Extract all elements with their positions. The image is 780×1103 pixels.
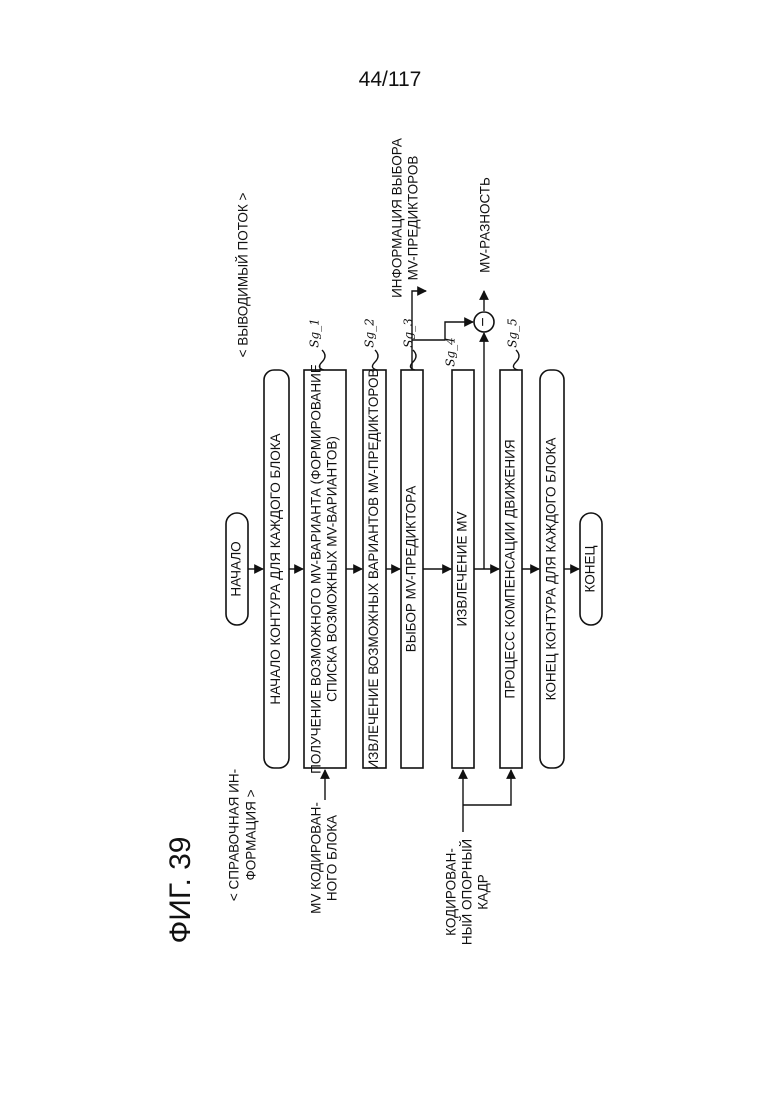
ref-frame-label-line1: КОДИРОВАН-: [444, 848, 459, 936]
step-id-sg3: Sg_3: [402, 318, 416, 348]
ref-frame-label-line3: КАДР: [476, 874, 491, 909]
step-id-sg1: Sg_1: [308, 318, 322, 348]
subtract-operator-sign: −: [475, 317, 492, 326]
end-label: КОНЕЦ: [583, 546, 598, 593]
step-id-sg5: Sg_5: [506, 318, 520, 348]
step-id-sg5-leader: [513, 350, 519, 370]
ref-frame-label-line2: НЫЙ ОПОРНЫЙ: [460, 839, 475, 945]
mv-coded-block-label-line1: MV КОДИРОВАН-: [309, 802, 324, 914]
step-sg4-label: ИЗВЛЕЧЕНИЕ MV: [455, 511, 470, 626]
mv-diff-label: MV-РАЗНОСТЬ: [478, 177, 493, 273]
step-sg2-label: ИЗВЛЕЧЕНИЕ ВОЗМОЖНЫХ ВАРИАНТОВ MV-ПРЕДИК…: [366, 368, 381, 769]
step-sg1-label-line2: СПИСКА ВОЗМОЖНЫХ MV-ВАРИАНТОВ): [325, 436, 340, 702]
output-header: < ВЫВОДИМЫЙ ПОТОК >: [236, 193, 251, 358]
input-header-line1: < СПРАВОЧНАЯ ИН-: [227, 769, 242, 901]
step-sg3-label: ВЫБОР MV-ПРЕДИКТОРА: [404, 486, 419, 653]
predictor-to-subtractor-arrow: [412, 322, 473, 340]
figure-label: ФИГ. 39: [164, 837, 197, 944]
step-sg5-label: ПРОЦЕСС КОМПЕНСАЦИИ ДВИЖЕНИЯ: [503, 439, 518, 698]
loop-start-label: НАЧАЛО КОНТУРА ДЛЯ КАЖДОГО БЛОКА: [268, 433, 283, 704]
step-sg1-label-line1: ПОЛУЧЕНИЕ ВОЗМОЖНОГО MV-ВАРИАНТА (ФОРМИР…: [309, 364, 324, 774]
input-header-line2: ФОРМАЦИЯ >: [244, 789, 259, 880]
step-id-sg4: Sg_4: [444, 337, 458, 367]
step-id-sg3-leader: [410, 350, 416, 370]
ref-frame-arrow-sg5: [463, 770, 511, 805]
step-id-sg2-leader: [372, 350, 378, 370]
start-label: НАЧАЛО: [229, 541, 244, 596]
mv-coded-block-label-line2: НОГО БЛОКА: [325, 815, 340, 901]
selection-info-label-line1: ИНФОРМАЦИЯ ВЫБОРА: [390, 138, 405, 298]
step-id-sg2: Sg_2: [363, 318, 377, 348]
loop-end-label: КОНЕЦ КОНТУРА ДЛЯ КАЖДОГО БЛОКА: [544, 438, 559, 701]
selection-info-label-line2: MV-ПРЕДИКТОРОВ: [406, 156, 421, 281]
